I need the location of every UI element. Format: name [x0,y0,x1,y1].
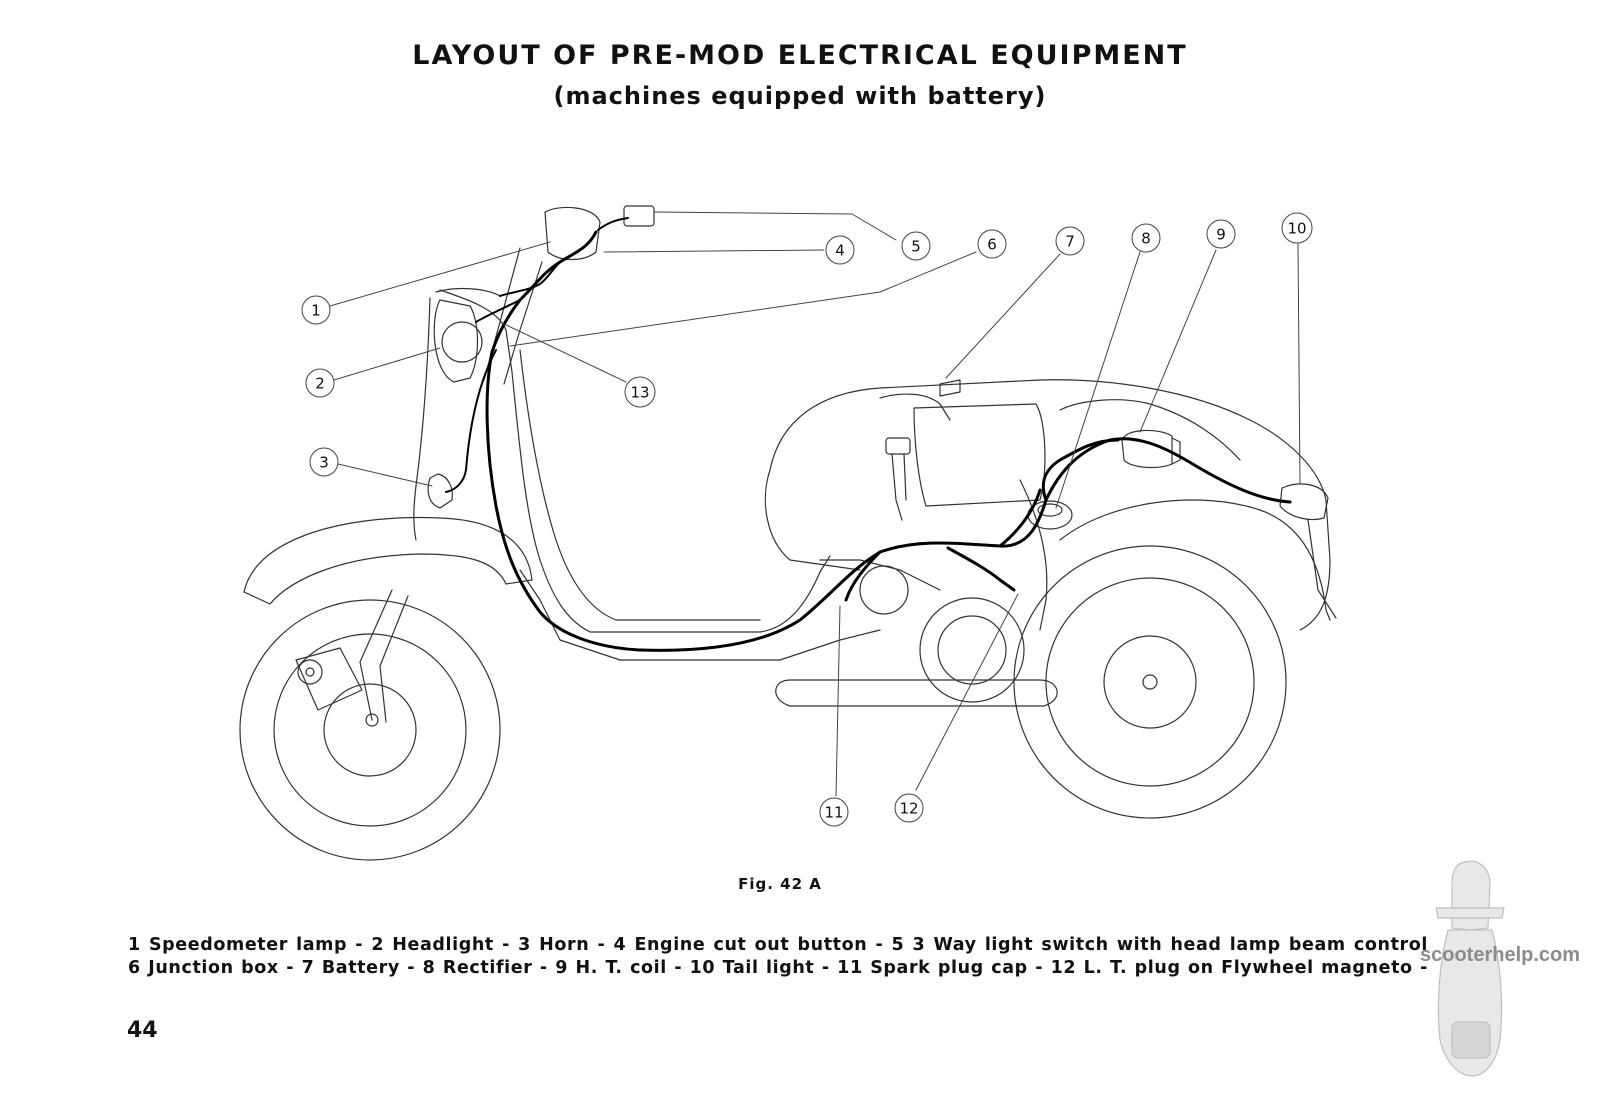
engine [775,559,1058,707]
callout-13: 13 [624,376,656,408]
horn [427,473,453,509]
callout-11: 11 [819,797,849,827]
battery [885,437,911,521]
callout-11-label: 11 [824,804,843,822]
callout-10-label: 10 [1287,220,1306,238]
callout-2: 2 [305,368,335,398]
watermark-scooter-logo [1435,860,1505,1077]
callout-9: 9 [1206,219,1236,249]
floorboard [519,569,881,661]
callout-2-label: 2 [315,375,325,393]
callout-5-label: 5 [911,238,921,256]
callout-8: 8 [1131,223,1161,253]
page-number: 44 [127,1018,158,1043]
callout-4: 4 [825,235,855,265]
callout-8-label: 8 [1141,230,1151,248]
callout-10: 10 [1281,212,1313,244]
callout-13-label: 13 [630,384,649,402]
callout-6-label: 6 [987,236,997,254]
leg-shield [413,289,831,633]
callout-1-label: 1 [311,302,321,320]
front-wheel [239,599,501,861]
callout-1: 1 [301,295,331,325]
callout-12: 12 [894,793,924,823]
callouts: 1 2 3 4 5 6 7 8 9 10 11 12 13 [301,212,1313,827]
callout-4-label: 4 [835,242,845,260]
callout-9-label: 9 [1216,226,1226,244]
callout-7-label: 7 [1065,233,1075,251]
ht-coil [1121,429,1181,469]
callout-leaders [329,211,1301,797]
legend-line-2: 6 Junction box - 7 Battery - 8 Rectifier… [128,958,1428,978]
rear-body [764,379,1331,631]
rear-wheel [1013,545,1287,819]
callout-6: 6 [977,229,1007,259]
legend-line-1: 1 Speedometer lamp - 2 Headlight - 3 Hor… [128,935,1428,955]
page-subtitle: (machines equipped with battery) [553,82,1047,110]
figure-caption: Fig. 42 A [738,875,822,893]
front-fork [295,589,409,723]
front-mudguard [243,516,533,605]
callout-3-label: 3 [319,454,329,472]
callout-3: 3 [309,447,339,477]
headlight [433,287,501,383]
callout-5: 5 [901,231,931,261]
callout-12-label: 12 [899,800,918,818]
page-title: LAYOUT OF PRE-MOD ELECTRICAL EQUIPMENT [412,40,1188,71]
rear-mudguard [1059,483,1337,621]
headlight-wiring [445,217,629,493]
callout-7: 7 [1055,226,1085,256]
wiring-harness [485,230,1292,652]
watermark-text: scooterhelp.com [1420,944,1581,966]
